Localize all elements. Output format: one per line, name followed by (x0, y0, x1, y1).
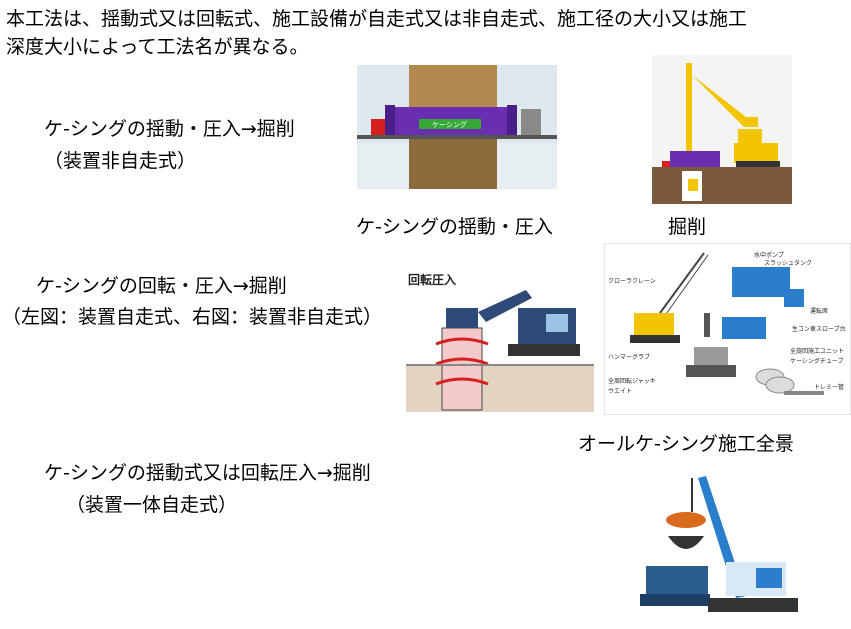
rig-figure (636, 458, 806, 620)
label-casing-tube: ケーシングチューブ (790, 357, 844, 365)
section-1-note: （装置非自走式） (44, 150, 197, 172)
intro-line-1: 本工法は、揺動式又は回転式、施工設備が自走式又は非自走式、施工径の大小又は施工 (6, 8, 748, 30)
caption-oscillation: ケ-シングの揺動・圧入 (356, 216, 553, 238)
label-pump: 水中ポンプ (754, 251, 784, 259)
label-rotation-unit: 全旋回施工ユニット (790, 347, 844, 355)
label-slope: 生コン車スロープ台 (792, 325, 846, 333)
rotation-label: 回転圧入 (408, 272, 456, 287)
label-crawler-crane: クローラクレーン (608, 278, 656, 285)
excavation-figure (652, 55, 792, 204)
section-3-note: （装置一体自走式） (66, 494, 238, 516)
rotation-figure: 回転圧入 (406, 268, 594, 412)
section-2-note: （左図：装置自走式、右図：装置非自走式） (2, 306, 383, 328)
svg-text:ケーシング: ケーシング (432, 120, 467, 129)
label-slush-tank: スラッシュタンク (764, 259, 812, 267)
label-hammer-grab: ハンマーグラブ (608, 353, 650, 361)
oscillation-figure: ケーシング (357, 65, 557, 189)
label-weight: ウエイト (608, 387, 632, 395)
label-rotation-jack: 全周回転ジャッキ (608, 377, 656, 385)
intro-paragraph: 本工法は、揺動式又は回転式、施工設備が自走式又は非自走式、施工径の大小又は施工 … (6, 5, 851, 61)
label-operator-cab: 運転席 (810, 307, 828, 315)
intro-line-2: 深度大小によって工法名が異なる。 (6, 36, 309, 58)
section-2-title: ケ-シングの回転・圧入→掘削 (36, 275, 287, 297)
section-3-title: ケ-シングの揺動式又は回転圧入→掘削 (44, 462, 371, 484)
label-tremie-pipe: トレミー管 (814, 383, 844, 391)
caption-overview: オールケ-シング施工全景 (578, 433, 794, 455)
caption-excavation: 掘削 (668, 216, 707, 238)
overview-figure: 水中ポンプ スラッシュタンク クローラクレーン 運転席 生コン車スロープ台 全旋… (604, 243, 851, 415)
section-1-title: ケ-シングの揺動・圧入→掘削 (44, 118, 295, 140)
